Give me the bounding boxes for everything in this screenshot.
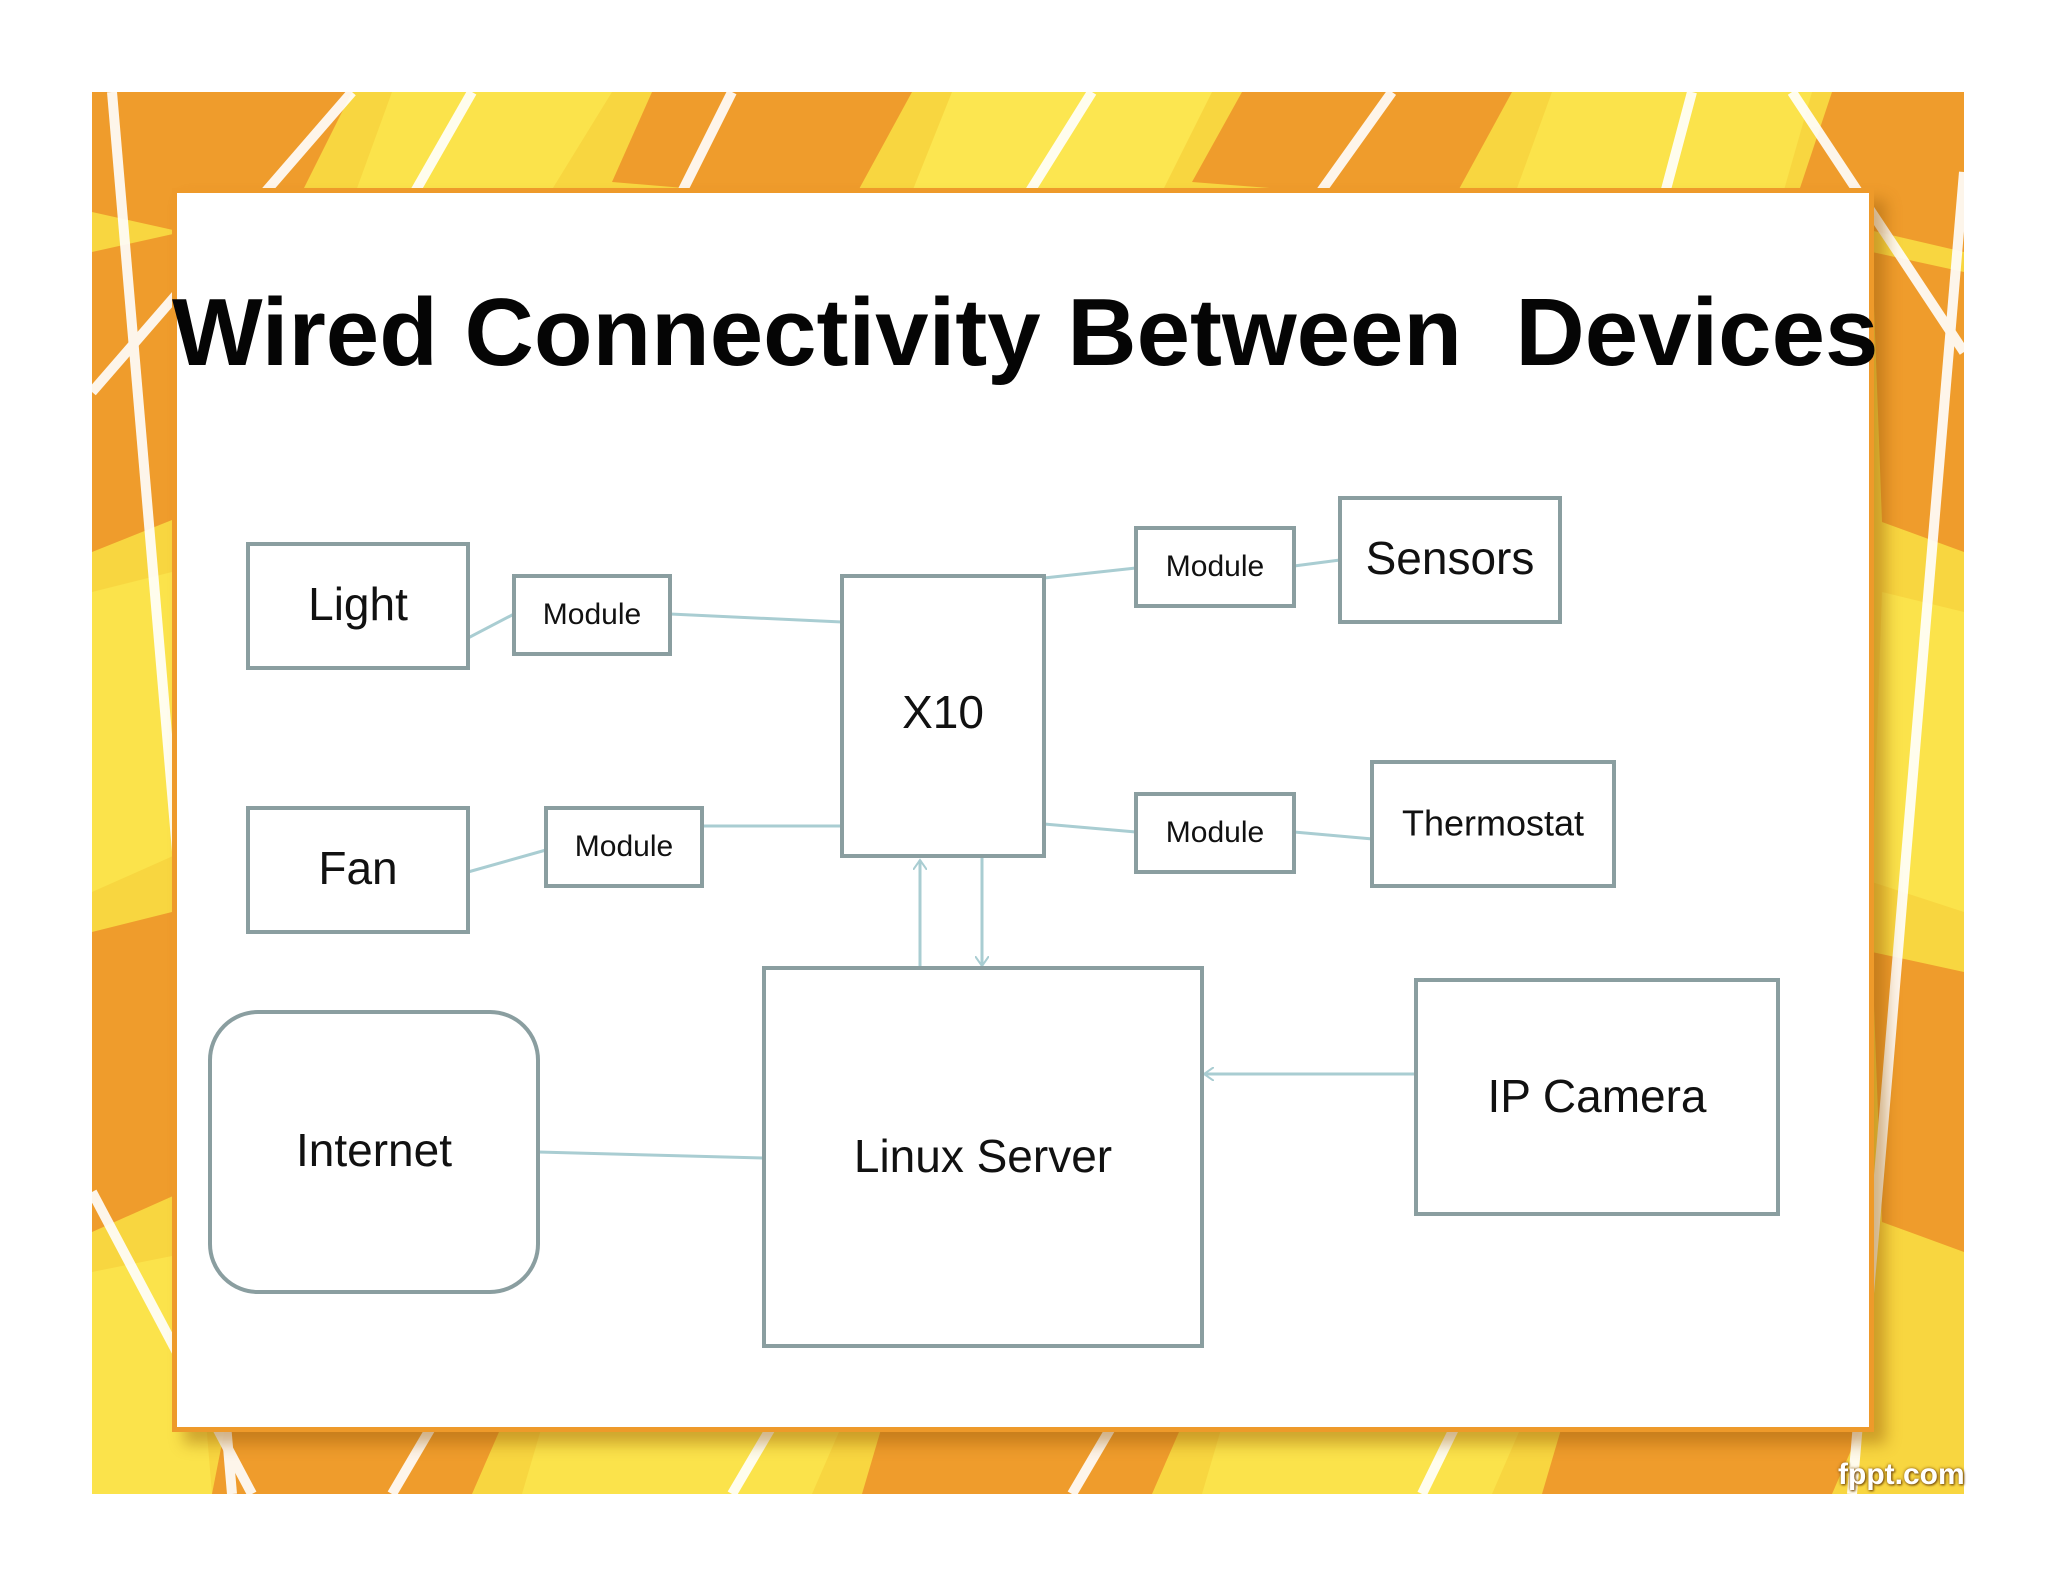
linux-server-box — [762, 966, 1204, 1348]
thermostat-box — [1370, 760, 1616, 888]
x10-box — [840, 574, 1046, 858]
internet-label: Internet — [296, 1124, 452, 1176]
light-module-label: Module — [543, 598, 641, 631]
ip-camera-label: IP Camera — [1487, 1070, 1706, 1122]
linux-server-label: Linux Server — [854, 1130, 1112, 1182]
connector-x10-sensors-module — [1043, 566, 1137, 580]
sensors-label: Sensors — [1366, 532, 1535, 584]
thermostat-label: Thermostat — [1402, 803, 1584, 844]
connector-fan-module — [467, 848, 547, 874]
fppt-watermark: fppt.com — [1838, 1458, 1965, 1491]
fan-module-label: Module — [575, 830, 673, 863]
connector-light-module — [467, 612, 515, 640]
sensors-box — [1338, 496, 1562, 624]
thermostat-module-label: Module — [1166, 816, 1264, 849]
ip-camera-box — [1414, 978, 1780, 1216]
connector-x10-thermostat-module — [1043, 822, 1137, 834]
thermostat-module-box — [1134, 792, 1296, 874]
light-box — [246, 542, 470, 670]
connector-internet-server — [537, 1150, 765, 1160]
slide-title: Wired Connectivity Between Devices — [172, 279, 1879, 386]
light-label: Light — [308, 578, 408, 630]
sensors-module-box — [1134, 526, 1296, 608]
x10-label: X10 — [902, 686, 984, 738]
sensors-module-label: Module — [1166, 550, 1264, 583]
fan-module-box — [544, 806, 704, 888]
fan-label: Fan — [318, 842, 397, 894]
internet-box — [208, 1010, 540, 1294]
connector-module-sensors — [1293, 558, 1341, 568]
fan-box — [246, 806, 470, 934]
light-module-box — [512, 574, 672, 656]
connector-module-thermostat — [1293, 830, 1385, 842]
connector-module-x10-light — [669, 612, 843, 624]
